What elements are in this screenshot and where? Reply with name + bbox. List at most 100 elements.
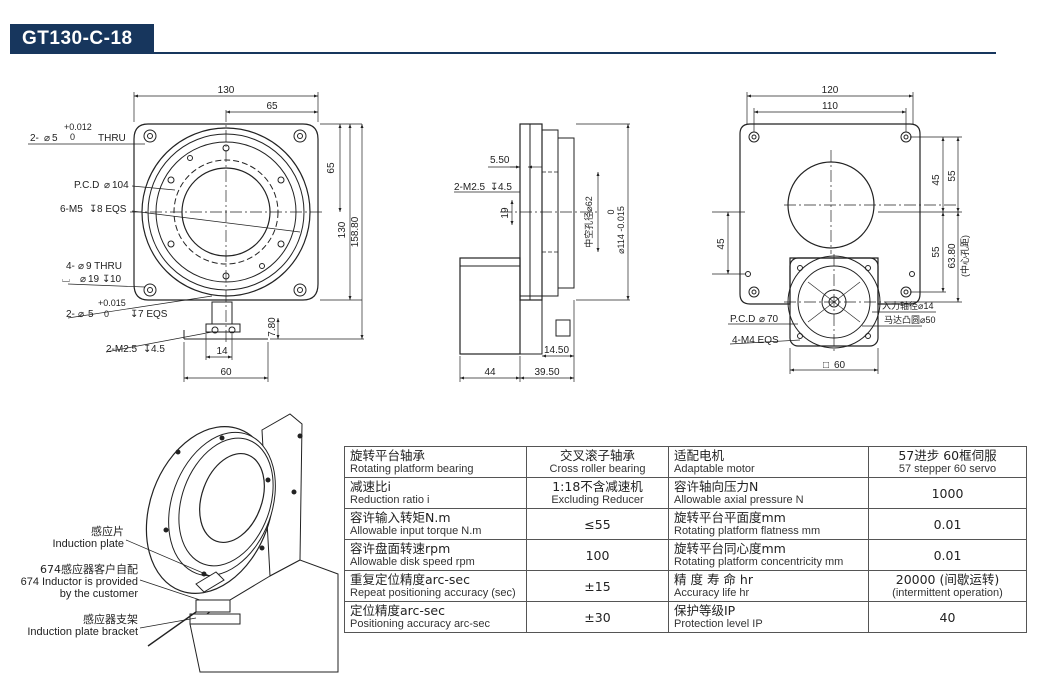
cbore-dia: 19 <box>88 274 100 285</box>
spec-cell-en: Accuracy life hr <box>674 587 750 599</box>
rear-pcd-label: P.C.D <box>730 314 755 325</box>
callout-inductor-en: 674 Inductor is provided by the customer <box>20 576 138 600</box>
spec-cell-cn: 57进步 60框伺服 <box>898 448 997 463</box>
center-distance-note: (中心孔距) <box>959 235 970 277</box>
svg-text:⌀: ⌀ <box>80 274 86 285</box>
callout-induction-plate: 感应片 Induction plate <box>12 526 124 551</box>
svg-text:⌀: ⌀ <box>44 133 50 144</box>
dim-14-bottom: 14 <box>216 346 228 357</box>
front-corner-holes <box>143 129 307 297</box>
svg-text:↧: ↧ <box>89 204 97 215</box>
spec-cell: 1000 <box>868 477 1027 509</box>
dim-110: 110 <box>822 101 838 112</box>
m5-depth: 8 EQS <box>97 204 127 215</box>
shaft-label: 入力轴径 <box>882 300 918 311</box>
spec-cell-cn: 旋转平台平面度mm <box>674 510 786 525</box>
hollow-value: 62 <box>584 196 594 206</box>
spec-cell-en: Rotating platform concentricity mm <box>674 556 844 568</box>
svg-text:⌀: ⌀ <box>78 261 84 272</box>
m5-label: 6-M5 <box>60 204 83 215</box>
svg-text:⌴: ⌴ <box>62 274 70 285</box>
spec-cell-en: Rotating platform flatness mm <box>674 525 821 537</box>
dim-780: 7.80 <box>267 317 278 337</box>
svg-text:□: □ <box>823 360 829 371</box>
spec-cell-cn: 40 <box>939 609 956 625</box>
rear-view <box>739 123 958 352</box>
dim-1450: 14.50 <box>544 345 569 356</box>
dim-65-side: 65 <box>326 162 337 174</box>
callout-bracket: 感应器支架 Induction plate bracket <box>6 613 138 639</box>
dim-158-side: 158.80 <box>350 216 361 247</box>
spec-cell-cn: 容许输入转矩N.m <box>350 510 451 525</box>
spec-cell-en: Positioning accuracy arc-sec <box>350 618 491 630</box>
side-view <box>459 123 600 355</box>
svg-text:⌀114 -0.015: ⌀114 -0.015 <box>616 206 626 254</box>
boss-value: 50 <box>925 315 935 325</box>
spec-cell-en: 57 stepper 60 servo <box>898 463 997 475</box>
hole9-count: 4- <box>66 261 75 272</box>
svg-text:↧: ↧ <box>143 344 151 355</box>
spec-cell-en: Protection level IP <box>674 618 763 630</box>
dim-19: 19 <box>500 207 511 219</box>
spec-cell-cn: 精 度 寿 命 hr <box>674 572 753 587</box>
dim-3950: 39.50 <box>534 367 559 378</box>
pin-depth: 7 EQS <box>138 309 168 320</box>
spec-cell: ≤55 <box>526 508 669 540</box>
spec-cell-cn: 20000 (间歇运转) <box>895 572 1000 587</box>
spec-cell: ±15 <box>526 570 669 602</box>
callout-inductor: 674感应器客户自配 674 Inductor is provided by t… <box>6 564 138 601</box>
spec-cell-cn: 容许盘面转速rpm <box>350 541 451 556</box>
spec-cell-cn: 100 <box>585 547 610 563</box>
isometric-view <box>145 413 339 673</box>
spec-cell: 40 <box>868 601 1027 633</box>
thru-hole-count: 2- <box>30 133 39 144</box>
isometric-leaders <box>125 539 211 629</box>
front-dim-text: 130 65 65 130 158.80 60 14 7.80 +0.012 0… <box>30 85 361 378</box>
spec-cell-en: Cross roller bearing <box>549 463 646 475</box>
spec-cell-en: Adaptable motor <box>674 463 755 475</box>
spec-cell-en: Allowable input torque N.m <box>350 525 482 537</box>
callout-bracket-en: Induction plate bracket <box>27 626 138 638</box>
dim-sq60: 60 <box>834 360 846 371</box>
pin-tol-upper: +0.015 <box>98 298 126 308</box>
spec-cell-en: Allowable disk speed rpm <box>350 556 475 568</box>
spec-cell-en: Reduction ratio i <box>350 494 430 506</box>
spec-cell-cn: 减速比i <box>350 479 391 494</box>
spec-cell-en: Allowable axial pressure N <box>674 494 804 506</box>
svg-text:⌀: ⌀ <box>78 309 84 320</box>
bore-tol-lower: -0.015 <box>616 206 626 232</box>
spec-cell-cn: 定位精度arc-sec <box>350 603 445 618</box>
dim-120: 120 <box>822 85 839 96</box>
shaft-value: 14 <box>923 301 933 311</box>
spec-cell-en: Excluding Reducer <box>551 494 644 506</box>
m4-label: 4-M4 EQS <box>732 335 779 346</box>
dim-130-top: 130 <box>218 85 235 96</box>
spec-cell-cn: 适配电机 <box>674 448 725 463</box>
spec-cell: 100 <box>526 539 669 571</box>
rear-dimensions <box>712 92 962 374</box>
thru-hole-tol-lower: 0 <box>70 132 75 142</box>
svg-text:⌀: ⌀ <box>759 314 765 325</box>
front-plate <box>133 123 319 301</box>
dim-130-side: 130 <box>337 221 348 238</box>
svg-text:马达凸圆⌀50: 马达凸圆⌀50 <box>884 314 935 325</box>
rear-dim-text: 120 110 45 55 55 63.80 (中心孔距) 45 □ 60 P.… <box>716 85 970 371</box>
side-dim-text: 5.50 2-M2.5 ↧ 4.5 19 中空孔径⌀62 0 ⌀114 -0.0… <box>454 155 626 378</box>
spec-cell-en: Repeat positioning accuracy (sec) <box>350 587 516 599</box>
callout-induction-plate-en: Induction plate <box>52 538 124 550</box>
rear-plate <box>739 123 921 305</box>
thru-hole-dia: 5 <box>52 133 58 144</box>
callout-bracket-cn: 感应器支架 <box>83 613 138 626</box>
pin-dia: 5 <box>88 309 94 320</box>
